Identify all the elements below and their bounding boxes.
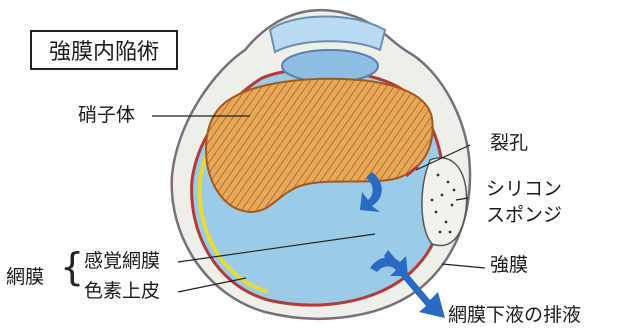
sponge-dot [435, 211, 438, 214]
silicone-sponge [422, 158, 467, 246]
sponge-dot [437, 174, 440, 177]
title-box: 強膜内陥術 [30, 30, 178, 70]
label-drainage: 網膜下液の排液 [448, 306, 581, 325]
sponge-dot [447, 181, 450, 184]
title-text: 強膜内陥術 [49, 34, 159, 66]
sponge-dot [451, 204, 454, 207]
sponge-dot [453, 189, 456, 192]
sponge-dot [449, 231, 452, 234]
label-tear: 裂孔 [490, 134, 528, 153]
label-retina: 網膜 [6, 268, 44, 287]
leader-sclera [442, 264, 485, 268]
retina-brace: { [60, 248, 84, 286]
label-sclera: 強膜 [490, 256, 528, 275]
label-sponge-line1: シリコン [486, 180, 562, 199]
label-sponge-line2: スポンジ [486, 206, 562, 225]
lens [282, 50, 378, 82]
sponge-dot [431, 199, 434, 202]
label-rpe: 色素上皮 [84, 282, 160, 301]
sponge-dot [445, 221, 448, 224]
label-vitreous: 硝子体 [78, 106, 135, 125]
label-sensory-retina: 感覚網膜 [84, 252, 160, 271]
sponge-dot [441, 194, 444, 197]
sponge-dot [439, 231, 442, 234]
